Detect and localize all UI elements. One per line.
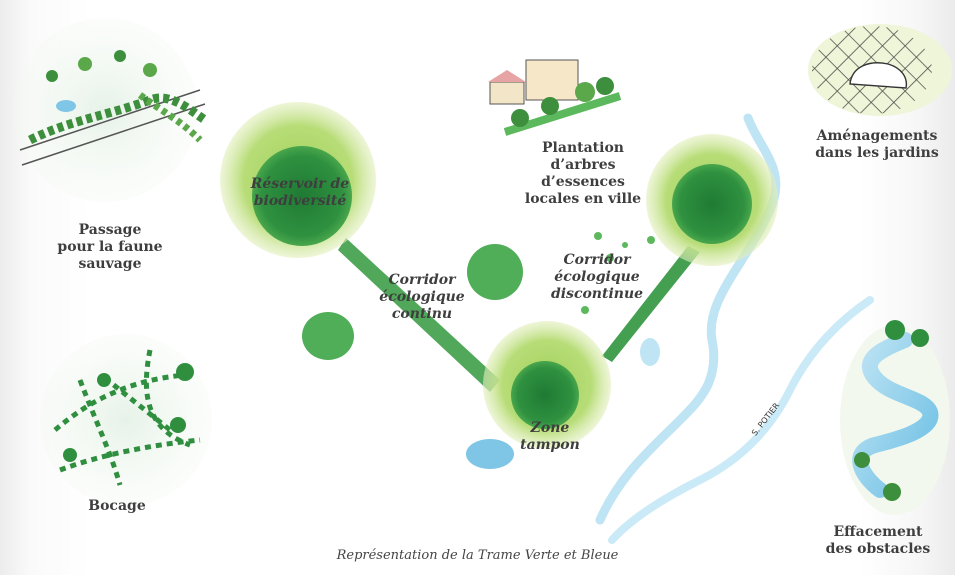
bocage-tree-2 <box>97 373 111 387</box>
passage-tree-1 <box>46 70 58 82</box>
bocage-tree-1 <box>176 363 194 381</box>
plantation-tree-4 <box>596 77 614 95</box>
plantation-tree-3 <box>575 82 595 102</box>
stepping-dot-5 <box>581 306 589 314</box>
corridor-continu-band <box>338 238 500 392</box>
bocage-tree-4 <box>63 448 77 462</box>
river-lower <box>608 296 874 544</box>
plantation-tree-1 <box>511 109 529 127</box>
corridor-discontinu-band <box>602 246 700 362</box>
hedgehog-icon <box>849 62 908 89</box>
pond-2 <box>466 439 514 469</box>
zone-tampon-core <box>511 361 579 429</box>
plantation-roof <box>488 70 526 82</box>
zone-tampon-label: Zone tampon <box>520 420 580 453</box>
caption: Représentation de la Trame Verte et Bleu… <box>336 548 619 563</box>
plantation-label: Plantation d’arbres d’essences locales e… <box>524 140 642 207</box>
stepping-dot-2 <box>606 254 614 262</box>
stepping-dot-4 <box>647 236 655 244</box>
passage-hedge <box>27 93 208 145</box>
passage-hedge-2 <box>137 92 203 143</box>
passage-road <box>19 89 206 166</box>
plantation-street <box>503 92 622 136</box>
bocage-tree-3 <box>170 417 186 433</box>
reservoir-right-core <box>672 164 752 244</box>
pond-1 <box>640 338 660 366</box>
passage-tree-2 <box>78 57 92 71</box>
effacement-tree-2 <box>911 329 929 347</box>
effacement-tree-1 <box>885 320 905 340</box>
passage-label: Passage pour la faune sauvage <box>57 222 163 272</box>
plantation-building-1 <box>489 81 525 105</box>
plantation-tree-2 <box>541 97 559 115</box>
stepping-dot-1 <box>594 232 602 240</box>
reservoir-label: Réservoir de biodiversité <box>250 176 350 209</box>
effacement-label: Effacement des obstacles <box>825 524 931 557</box>
corridor-discontinu-label: Corridor écologique discontinue <box>550 252 644 302</box>
plantation-building-2 <box>525 59 579 101</box>
stepping-stone-2 <box>302 312 354 360</box>
bocage-hedges <box>53 349 201 486</box>
passage-tree-4 <box>143 63 157 77</box>
stepping-stone-1 <box>467 244 523 300</box>
reservoir-core <box>252 146 352 246</box>
amenagements-label: Aménagements dans les jardins <box>815 128 939 161</box>
effacement-tree-4 <box>883 483 901 501</box>
corridor-continu-label: Corridor écologique continu <box>379 272 465 322</box>
passage-pond <box>56 100 76 112</box>
river <box>595 113 781 525</box>
effacement-tree-3 <box>854 452 870 468</box>
passage-tree-3 <box>114 50 126 62</box>
bocage-label: Bocage <box>88 498 146 514</box>
stepping-dot-3 <box>622 242 628 248</box>
